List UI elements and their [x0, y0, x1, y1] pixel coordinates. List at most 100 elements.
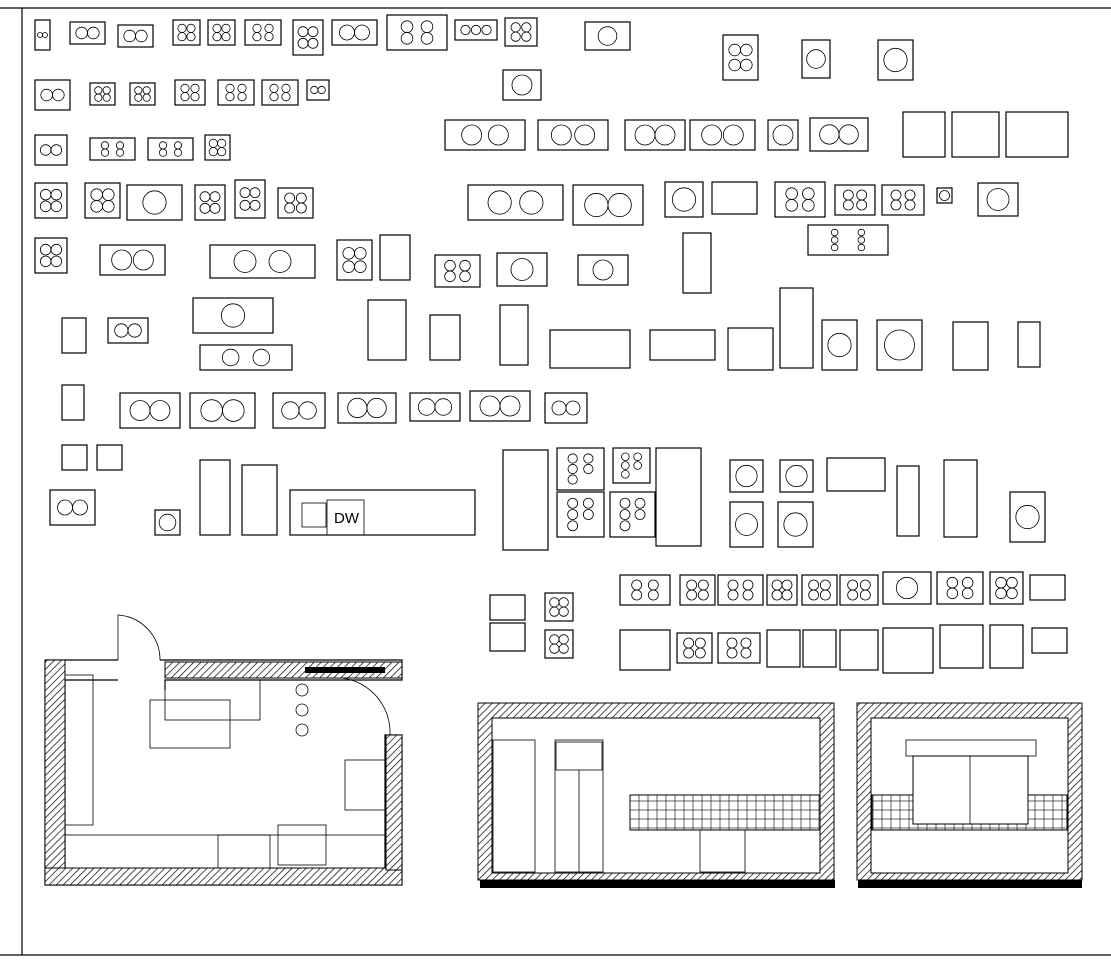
burner-icon [354, 247, 367, 260]
burner-icon [683, 637, 695, 649]
appliance-block [802, 629, 837, 668]
burner-icon [607, 192, 632, 218]
burner-icon [209, 191, 221, 203]
appliance-block [34, 19, 51, 51]
burner-icon [847, 589, 859, 601]
burner-icon [558, 634, 569, 645]
burner-icon [510, 22, 521, 33]
appliance-block [779, 459, 814, 493]
burner-icon [621, 452, 630, 462]
burner-icon [785, 187, 798, 200]
appliance-block [807, 224, 889, 256]
burner-icon [771, 589, 783, 601]
appliance-block [207, 19, 236, 46]
burner-icon [400, 32, 414, 45]
appliance-block [331, 19, 378, 46]
burner-icon [90, 200, 103, 213]
burner-icon [264, 32, 274, 42]
burner-icon [567, 453, 578, 464]
appliance-block [689, 119, 756, 151]
burner-icon [307, 37, 319, 49]
appliance-block [882, 627, 934, 674]
burner-icon [565, 400, 581, 416]
appliance-block [624, 119, 686, 151]
appliance-blocks [34, 14, 1069, 674]
burner-icon [284, 192, 296, 204]
appliance-block [1009, 491, 1046, 543]
burner-icon [269, 92, 279, 102]
burner-icon [701, 124, 723, 146]
burner-icon [134, 86, 143, 95]
burner-icon [461, 124, 483, 146]
appliance-block [977, 182, 1019, 217]
burner-icon [115, 141, 125, 150]
burner-icon [307, 26, 319, 38]
burner-icon [592, 259, 614, 281]
appliance-block [882, 571, 932, 605]
burner-icon [142, 190, 167, 215]
burner-icon [142, 86, 151, 95]
burner-icon [281, 83, 291, 93]
burner-icon [281, 92, 291, 102]
burner-icon [1006, 587, 1018, 600]
burner-icon [180, 92, 190, 102]
burner-icon [686, 589, 698, 601]
appliance-block [504, 17, 538, 47]
appliance-block [194, 184, 226, 221]
burner-icon [781, 589, 793, 601]
burner-icon [808, 589, 820, 601]
appliance-block [711, 181, 758, 215]
appliance-block [49, 489, 96, 526]
burner-icon [549, 643, 560, 654]
burner-icon [772, 124, 794, 146]
burner-icon [582, 509, 594, 520]
appliance-block [199, 344, 293, 371]
burner-icon [859, 579, 871, 591]
burner-icon [460, 24, 471, 36]
appliance-block [717, 632, 761, 664]
burner-icon [808, 579, 820, 591]
burner-icon [158, 513, 177, 532]
burner-icon [177, 32, 187, 42]
appliance-block [902, 111, 946, 158]
appliance-block [584, 21, 631, 51]
appliance-block [502, 449, 549, 551]
appliance-block [727, 327, 774, 371]
burner-icon [50, 144, 63, 156]
burner-icon [102, 86, 111, 95]
burner-icon [149, 400, 171, 421]
burner-icon [479, 395, 501, 417]
appliance-block [277, 187, 314, 219]
burner-icon [298, 401, 317, 420]
burner-icon [470, 24, 482, 36]
burner-icon [890, 199, 902, 211]
burner-icon [208, 147, 218, 157]
appliance-block [951, 111, 1000, 158]
appliance-block [444, 119, 526, 151]
burner-icon [633, 461, 642, 470]
burner-icon [961, 587, 974, 600]
burner-icon [697, 579, 709, 591]
appliance-block [209, 244, 316, 279]
burner-icon [549, 606, 560, 617]
burner-icon [239, 187, 251, 199]
appliance-block [809, 117, 869, 152]
burner-icon [297, 26, 309, 38]
appliance-block [544, 392, 588, 424]
appliance-block [952, 321, 989, 371]
appliance-block [147, 137, 194, 161]
appliance-block [117, 24, 154, 48]
burner-icon [728, 43, 741, 57]
burner-icon [190, 83, 200, 93]
appliance-block [722, 34, 759, 81]
burner-icon [252, 32, 262, 42]
burner-icon [735, 513, 758, 536]
burner-icon [295, 192, 307, 204]
appliance-block [217, 79, 255, 106]
appliance-block [1017, 321, 1041, 368]
appliance-block [801, 574, 838, 606]
appliance-block [34, 134, 68, 166]
appliance-block [876, 319, 923, 371]
appliance-block [126, 184, 183, 221]
